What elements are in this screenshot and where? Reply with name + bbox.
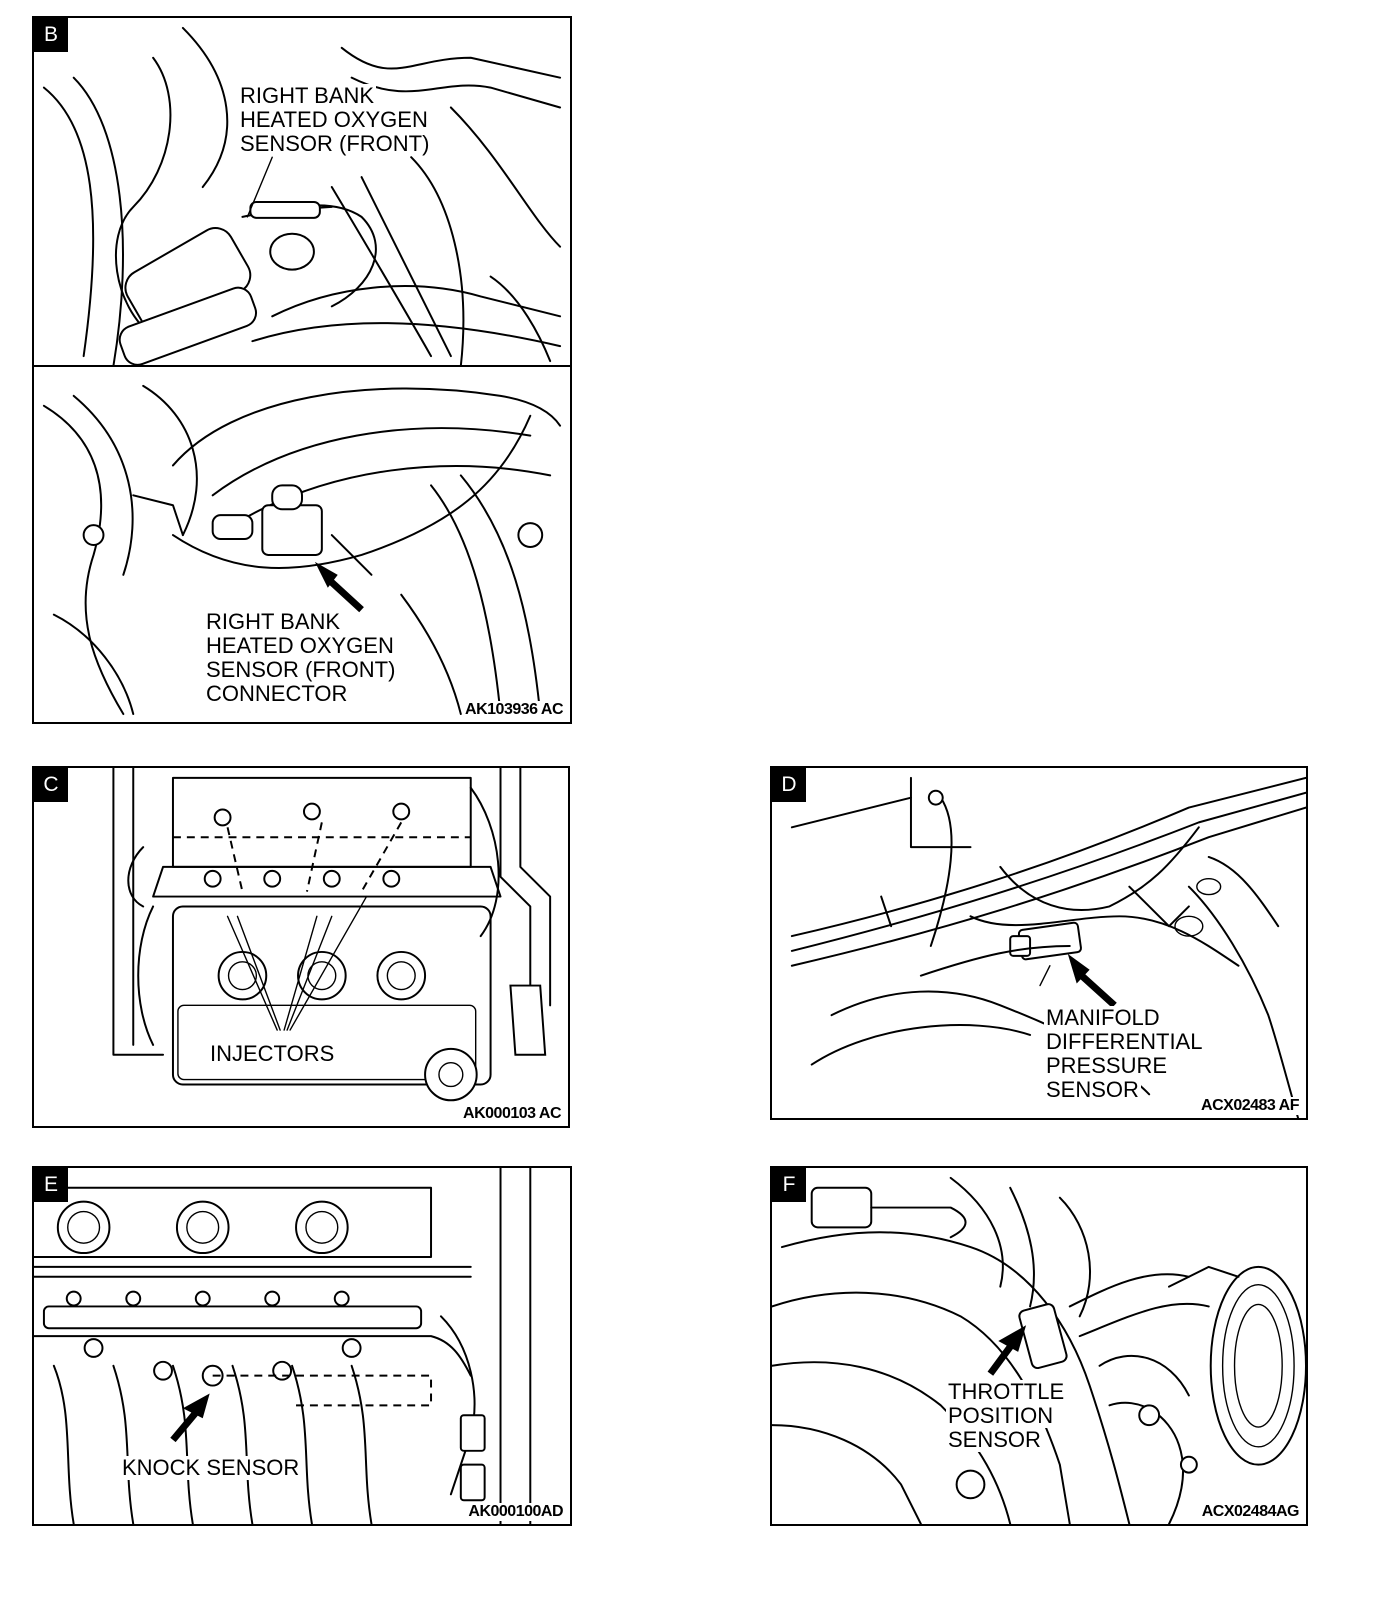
callout-top-line-1: RIGHT BANK (238, 83, 377, 108)
callout-bottom-line-2: HEATED OXYGEN (204, 633, 396, 658)
throttle-sensor-line-3: SENSOR (946, 1427, 1043, 1452)
callout-bottom-line-3: SENSOR (FRONT) (204, 657, 398, 682)
callout-bottom-line-1: RIGHT BANK (204, 609, 343, 634)
figure-b: B (32, 16, 572, 724)
manifold-sensor-line-1: MANIFOLD (1044, 1005, 1162, 1030)
figure-letter-c: C (34, 768, 68, 802)
figure-c: C (32, 766, 570, 1128)
throttle-sensor-label: THROTTLE POSITION SENSOR (946, 1379, 1067, 1452)
figure-code-c: AK000103 AC (460, 1105, 564, 1123)
manifold-sensor-label: MANIFOLD DIFFERENTIAL PRESSURE SENSOR (1044, 1005, 1205, 1102)
engine-illustration-e (34, 1168, 532, 1524)
knock-sensor-text: KNOCK SENSOR (120, 1455, 302, 1480)
figure-code-d: ACX02483 AF (1198, 1097, 1302, 1115)
callout-top-line-2: HEATED OXYGEN (238, 107, 430, 132)
callout-bottom-line-4: CONNECTOR (204, 681, 350, 706)
figure-code-b: AK103936 AC (462, 701, 566, 719)
figure-letter-e: E (34, 1168, 68, 1202)
figure-letter-d: D (772, 768, 806, 802)
injectors-label-text: INJECTORS (208, 1041, 337, 1066)
knock-sensor-label: KNOCK SENSOR (120, 1455, 302, 1480)
figure-letter-f: F (772, 1168, 806, 1202)
engine-illustration-f (772, 1176, 1306, 1524)
injectors-label: INJECTORS (208, 1041, 337, 1066)
engine-illustration-d (790, 776, 1306, 1118)
manifold-sensor-line-3: PRESSURE (1044, 1053, 1170, 1078)
manifold-sensor-line-4: SENSOR (1044, 1077, 1141, 1102)
figure-code-e: AK000100AD (465, 1503, 566, 1521)
manifold-sensor-line-2: DIFFERENTIAL (1044, 1029, 1205, 1054)
figure-letter-b: B (34, 18, 68, 52)
callout-top: RIGHT BANK HEATED OXYGEN SENSOR (FRONT) (238, 83, 432, 156)
engine-illustration-c (112, 768, 552, 1102)
figure-f: F THROTTLE POSITION SENSOR ACX02484AG (770, 1166, 1308, 1526)
figure-code-f: ACX02484AG (1198, 1503, 1302, 1521)
figure-e: E KNOCK (32, 1166, 572, 1526)
callout-top-line-3: SENSOR (FRONT) (238, 131, 432, 156)
callout-bottom: RIGHT BANK HEATED OXYGEN SENSOR (FRONT) … (204, 609, 398, 706)
figure-d: D MANIFOLD DIFFERENTIAL PRESSURE SENSOR … (770, 766, 1308, 1120)
throttle-sensor-line-2: POSITION (946, 1403, 1056, 1428)
throttle-sensor-line-1: THROTTLE (946, 1379, 1067, 1404)
